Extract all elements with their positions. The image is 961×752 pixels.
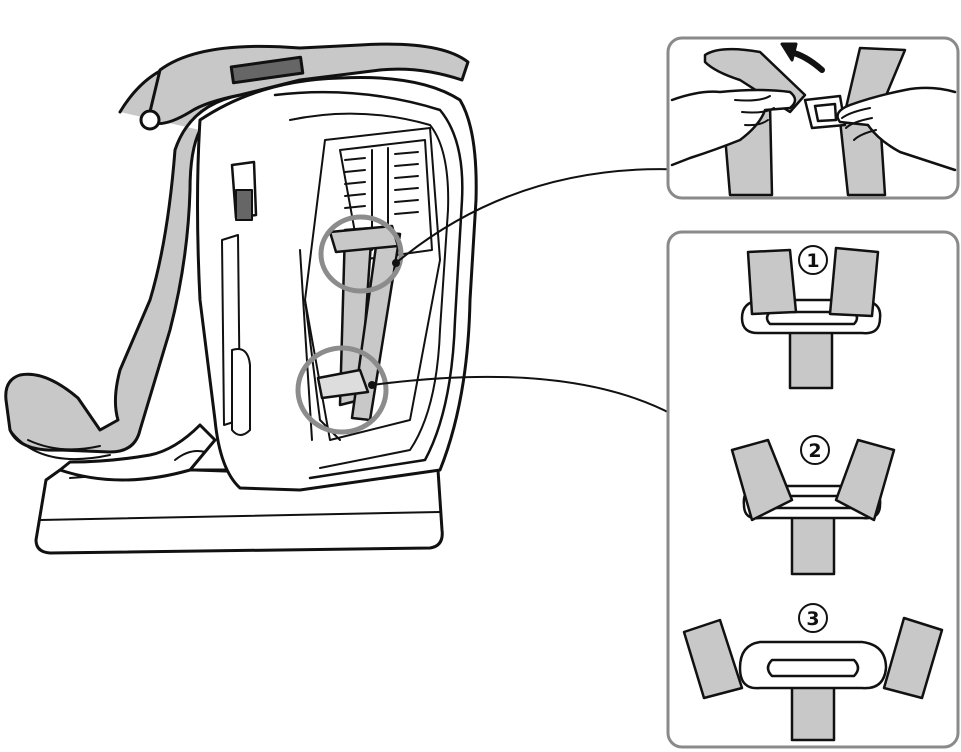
lower-highlight-circle [295,345,389,435]
step-2-badge: 2 [800,435,830,465]
rack-teeth [344,147,419,251]
hands-pulling-straps [670,42,957,197]
step-2: 2 [730,435,896,576]
top-inset-panel [666,36,960,200]
seat-headrest [139,42,470,131]
step-3-number: 3 [806,608,819,630]
highlight-circles [295,214,404,435]
upper-highlight-circle [318,214,404,294]
curved-arrow-icon [780,42,825,73]
step-1-number: 1 [806,250,819,272]
car-seat-illustration [4,42,478,555]
step-2-number: 2 [808,440,821,462]
step-3-badge: 3 [798,603,828,633]
seat-front-lip [58,423,217,482]
leader-line-top [395,168,691,264]
step-1: 1 [740,245,882,390]
step-1-badge: 1 [798,245,828,275]
step-3: 3 [682,603,944,742]
steps-inset-panel: 1 2 3 [666,230,960,749]
